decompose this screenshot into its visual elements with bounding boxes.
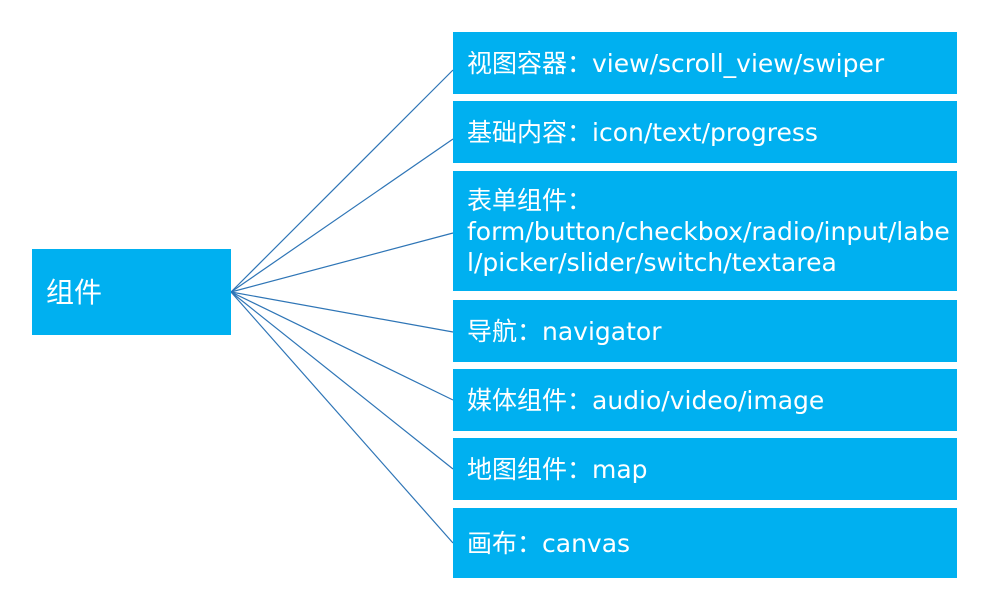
- connector-line: [230, 69, 454, 293]
- node-basic-content: 基础内容：icon/text/progress: [453, 101, 957, 163]
- connector-line: [230, 232, 454, 293]
- node-form-components: 表单组件： form/button/checkbox/radio/input/l…: [453, 171, 957, 291]
- node-navigation: 导航：navigator: [453, 300, 957, 362]
- connector-line: [230, 291, 454, 544]
- node-label: 地图组件：map: [467, 454, 648, 484]
- root-node: 组件: [32, 249, 231, 335]
- node-media-components: 媒体组件：audio/video/image: [453, 369, 957, 431]
- node-label: 基础内容：icon/text/progress: [467, 117, 818, 147]
- node-label: 导航：navigator: [467, 316, 662, 346]
- node-canvas: 画布：canvas: [453, 508, 957, 578]
- root-node-label: 组件: [46, 275, 103, 309]
- node-label: 视图容器：view/scroll_view/swiper: [467, 48, 885, 78]
- node-map-components: 地图组件：map: [453, 438, 957, 500]
- connector-line: [230, 291, 454, 401]
- connector-line: [230, 291, 454, 333]
- connector-line: [230, 291, 454, 470]
- connector-line: [230, 138, 454, 293]
- node-label: 画布：canvas: [467, 528, 631, 558]
- node-label: 表单组件： form/button/checkbox/radio/input/l…: [467, 185, 950, 277]
- node-label: 媒体组件：audio/video/image: [467, 385, 825, 415]
- node-view-containers: 视图容器：view/scroll_view/swiper: [453, 32, 957, 94]
